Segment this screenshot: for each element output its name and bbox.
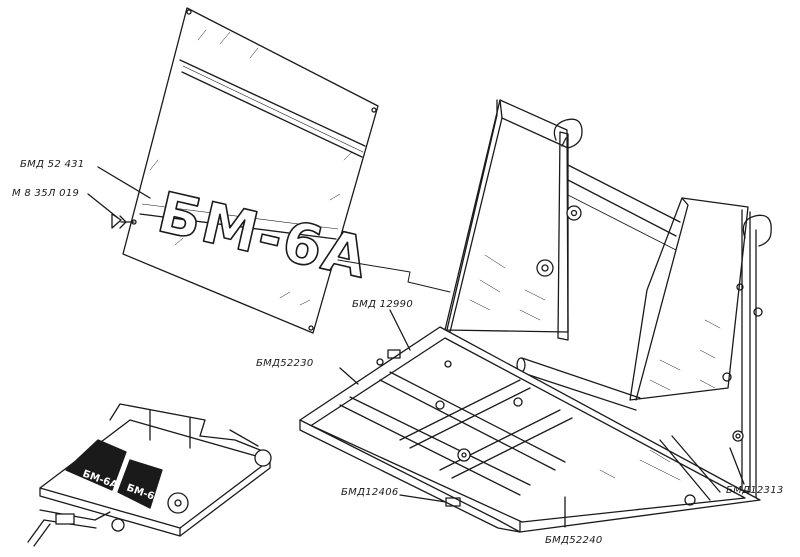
leader-line <box>389 309 411 351</box>
part-label-bmd-52431: БМД 52 431 <box>20 159 85 170</box>
leader-line <box>97 166 151 199</box>
leader-line <box>337 259 451 293</box>
leader-line <box>87 193 119 219</box>
part-label-m8-35l019: М 8 35Л 019 <box>12 188 80 199</box>
shield-panel <box>122 7 379 334</box>
part-label-bmd-12406: БМД12406 <box>341 487 399 498</box>
small-shield-left <box>65 439 127 491</box>
part-label-bmd-52240: БМД52240 <box>545 535 603 546</box>
part-label-bmd-12313: БМД12313 <box>726 485 784 496</box>
main-frame <box>299 99 772 533</box>
part-label-bmd-12990: БМД 12990 <box>352 299 413 310</box>
part-label-bmd-52230: БМД52230 <box>256 358 314 369</box>
leader-line <box>339 367 359 385</box>
leader-line <box>729 447 745 485</box>
panel-hatching <box>149 29 353 306</box>
small-shield-right <box>117 459 163 509</box>
leader-line <box>399 494 447 503</box>
